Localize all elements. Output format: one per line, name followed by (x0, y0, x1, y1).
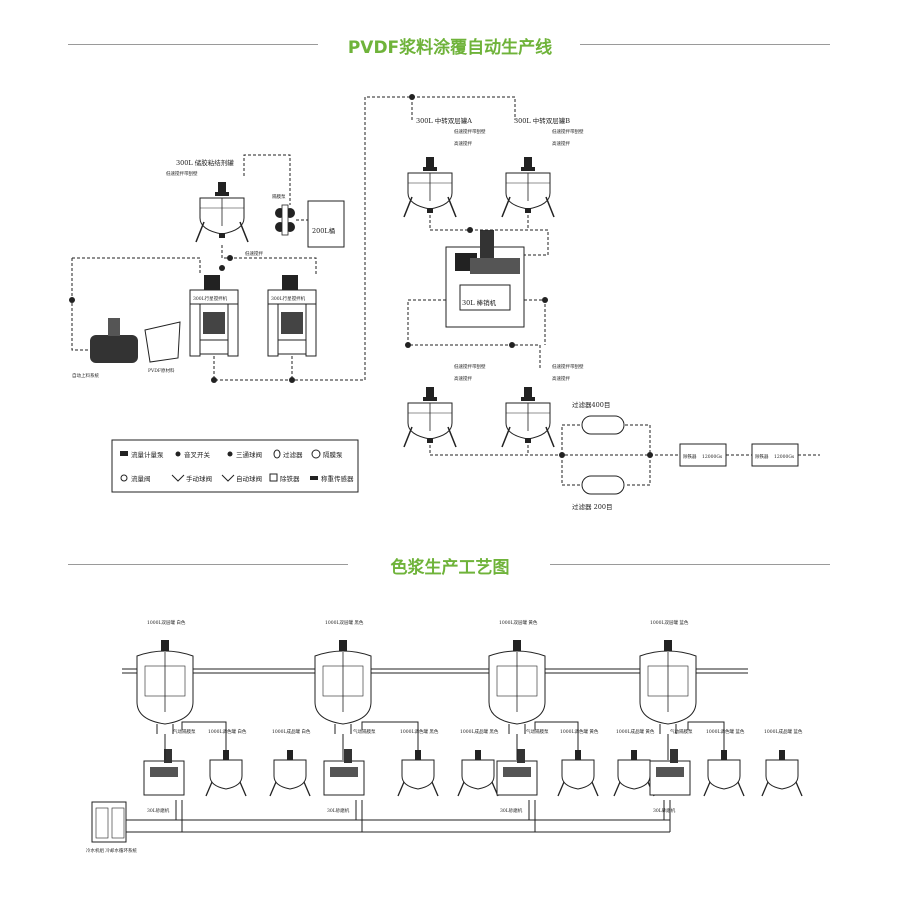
unit-2-tank2-label: 1000L成品罐 黑色 (460, 728, 499, 735)
unit-3-feed-label: 气动隔膜泵 (526, 728, 549, 735)
top-tank-2 (314, 639, 372, 735)
legend-label-4: 隔膜泵 (323, 450, 343, 459)
unit-3-tank1-label: 1000L调色罐 黄色 (560, 728, 599, 735)
top-tank-4-label: 1000L双层罐 蓝色 (650, 619, 689, 626)
lower-tank-2 (501, 386, 555, 448)
demagnetizer-1-label: 除铁器 (683, 453, 697, 460)
filter-200 (581, 475, 625, 495)
unit-1 (143, 748, 311, 797)
legend-label-8: 除铁器 (280, 474, 300, 483)
drop-pipes (164, 721, 725, 760)
section2-rule-left (68, 564, 348, 565)
demagnetizer-2 (751, 443, 799, 467)
filter-400 (581, 415, 625, 435)
legend-label-6: 手动球阀 (186, 474, 212, 483)
legend-label-2: 三通球阀 (236, 450, 262, 459)
unit-1-mill-label: 30L砂磨机 (147, 807, 170, 814)
diaphragm-pump (275, 204, 295, 236)
legend-label-1: 音叉开关 (184, 450, 211, 459)
demagnetizer-2-sublabel: 12000Gs (774, 454, 795, 460)
legend-box (111, 439, 359, 493)
unit-4-tank1-label: 1000L调色罐 蓝色 (706, 728, 745, 735)
top-tank-1-label: 1000L双层罐 白色 (147, 619, 186, 626)
unit-3-mill-label: 30L砂磨机 (500, 807, 523, 814)
tank-b-sub2: 高速搅拌 (552, 140, 570, 147)
chiller-label: 冷水机组 冷却水循环系统 (86, 847, 137, 854)
top-tank-3-label: 1000L双层罐 黄色 (499, 619, 538, 626)
glue-tank-sublabel: 低速搅拌带刮壁 (166, 170, 198, 177)
unit-2-tank1-label: 1000L调色罐 黑色 (400, 728, 439, 735)
unit-2-feed-label: 气动隔膜泵 (353, 728, 376, 735)
lower-tank-1-sub2: 高速搅拌 (454, 375, 472, 382)
glue-tank-label: 300L 储胶粘结剂罐 (176, 158, 234, 167)
sand-mill (445, 230, 525, 328)
sand-mill-label: 30L 棒销机 (462, 298, 497, 307)
low-speed-stir-label: 低速搅拌 (245, 250, 263, 257)
demagnetizer-2-label: 除铁器 (755, 453, 769, 460)
legend-label-3: 过滤器 (283, 450, 303, 459)
section1-title: PVDF浆料涂覆自动生产线 (347, 38, 553, 58)
glue-tank (195, 181, 249, 243)
tank-a-sub2: 高速搅拌 (454, 140, 472, 147)
color-paste-diagram: 1000L双层罐 白色 1000L双层罐 黑色 1000L双层罐 黄色 1000… (86, 619, 803, 854)
section2-title: 色浆生产工艺图 (390, 558, 510, 578)
legend-label-7: 自动球阀 (236, 474, 262, 483)
tank-b-sub1: 低速搅拌带刮壁 (552, 128, 584, 135)
section2-rule-right (550, 564, 830, 565)
bucket-200l-label: 200L桶 (312, 226, 335, 235)
planetary-mixer-2 (267, 275, 317, 357)
pvdf-material-label: PVDF原材料 (148, 367, 175, 374)
transfer-tank-a-label: 300L 中转双层罐A (416, 116, 472, 125)
unit-1-feed-label: 气动隔膜泵 (173, 728, 196, 735)
lower-tank-1-sub1: 低速搅拌带刮壁 (454, 363, 486, 370)
filter-400-label: 过滤器400目 (572, 400, 610, 409)
legend-icons (120, 449, 321, 482)
unit-4-feed-label: 气动隔膜泵 (670, 728, 693, 735)
demagnetizer-1 (679, 443, 727, 467)
filter-200-label: 过滤器 200目 (572, 502, 612, 511)
tank-a-sub1: 低速搅拌带刮壁 (454, 128, 486, 135)
auto-feed-label: 自动上料系统 (72, 372, 99, 379)
transfer-tank-b-label: 300L 中转双层罐B (514, 116, 570, 125)
left-piping (71, 96, 516, 381)
top-tank-2-label: 1000L双层罐 黑色 (325, 619, 364, 626)
transfer-tank-b (501, 156, 555, 218)
unit-1-tank1-label: 1000L调色罐 白色 (208, 728, 247, 735)
chiller (91, 801, 127, 843)
unit-4 (649, 748, 803, 797)
legend-label-5: 流量阀 (131, 474, 151, 483)
pvdf-process-diagram: 300L 储胶粘结剂罐 低速搅拌带刮壁 隔膜泵 200L桶 低速搅拌 300L行… (69, 94, 820, 511)
unit-3 (496, 748, 655, 797)
demagnetizer-1-sublabel: 12000Gs (702, 454, 723, 460)
legend-label-9: 称重传感器 (321, 474, 354, 483)
lower-tank-2-sub2: 高速搅拌 (552, 375, 570, 382)
planetary-mixer-1 (189, 275, 239, 357)
diaphragm-pump-label: 隔膜泵 (272, 193, 286, 200)
right-piping (407, 215, 820, 486)
lower-tank-2-sub1: 低速搅拌带刮壁 (552, 363, 584, 370)
bucket-200l (307, 200, 345, 248)
lower-tank-1 (403, 386, 457, 448)
top-tank-3 (488, 639, 546, 735)
cooling-loop (126, 800, 671, 833)
unit-3-tank2-label: 1000L成品罐 黄色 (616, 728, 655, 735)
unit-1-tank2-label: 1000L成品罐 白色 (272, 728, 311, 735)
top-tank-4 (639, 639, 697, 735)
transfer-tank-a (403, 156, 457, 218)
unit-4-tank2-label: 1000L成品罐 蓝色 (764, 728, 803, 735)
section1-rule-right (580, 44, 830, 45)
auto-feed-system (90, 318, 181, 363)
top-tank-1 (136, 639, 194, 735)
planetary-mixer-1-label: 300L行星搅拌机 (193, 295, 228, 302)
unit-2-mill-label: 30L砂磨机 (327, 807, 350, 814)
unit-2 (323, 748, 499, 797)
section1-rule-left (68, 44, 318, 45)
legend-label-0: 流量计量泵 (131, 450, 164, 459)
planetary-mixer-2-label: 300L行星搅拌机 (271, 295, 306, 302)
